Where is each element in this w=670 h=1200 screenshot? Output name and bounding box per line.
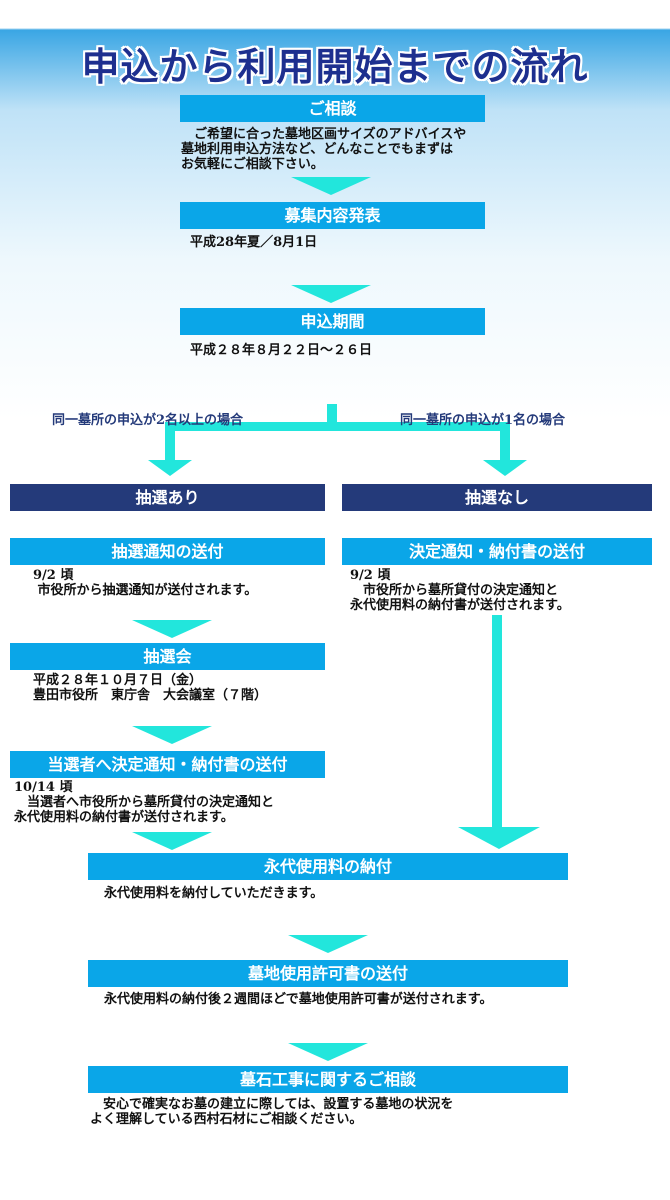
payment-bar: 永代使用料の納付	[88, 853, 568, 880]
step-recruit-text: 平成28年夏／8月1日	[190, 235, 318, 250]
step-consult-bar: ご相談	[180, 95, 485, 122]
step-consult-text: ご希望に合った墓地区画サイズのアドバイスや 墓地利用申込方法など、どんなことでも…	[181, 127, 467, 172]
left-winner-bar: 当選者へ決定通知・納付書の送付	[10, 751, 325, 778]
left-notice-text: 9/2 頃 市役所から抽選通知が送付されます。	[33, 568, 258, 598]
stone-bar: 墓石工事に関するご相談	[88, 1066, 568, 1093]
branch-right-label: 同一墓所の申込が1名の場合	[400, 413, 566, 428]
right-long-arrow-icon	[458, 615, 540, 849]
left-lottery-text: 平成２８年１０月７日（金） 豊田市役所 東庁舎 大会議室（７階）	[33, 673, 268, 703]
step-apply-text: 平成２８年８月２２日～２６日	[190, 343, 373, 358]
down-arrow-icon	[132, 726, 212, 744]
step-recruit-bar: 募集内容発表	[180, 202, 485, 229]
branch-left-stem	[165, 422, 175, 462]
branch-stem	[327, 404, 337, 430]
right-decision-bar: 決定通知・納付書の送付	[342, 538, 652, 565]
branch-left-arrow-icon	[148, 460, 192, 476]
branch-right-stem	[500, 422, 510, 462]
left-lottery-bar: 抽選会	[10, 643, 325, 670]
down-arrow-icon	[291, 285, 371, 303]
lottery-no-bar: 抽選なし	[342, 484, 652, 511]
left-notice-bar: 抽選通知の送付	[10, 538, 325, 565]
step-apply-bar: 申込期間	[180, 308, 485, 335]
right-decision-text: 9/2 頃 市役所から墓所貸付の決定通知と 永代使用料の納付書が送付されます。	[350, 568, 570, 613]
down-arrow-icon	[288, 935, 368, 953]
payment-text: 永代使用料を納付していただきます。	[104, 886, 324, 901]
branch-horizontal	[165, 422, 510, 431]
lottery-yes-bar: 抽選あり	[10, 484, 325, 511]
stone-text: 安心で確実なお墓の建立に際しては、設置する墓地の状況を よく理解している西村石材…	[90, 1097, 454, 1127]
down-arrow-icon	[291, 177, 371, 195]
down-arrow-icon	[288, 1043, 368, 1061]
down-arrow-icon	[132, 832, 212, 850]
page-title: 申込から利用開始までの流れ	[81, 44, 589, 89]
left-winner-text: 10/14 頃 当選者へ市役所から墓所貸付の決定通知と 永代使用料の納付書が送付…	[14, 780, 275, 825]
down-arrow-icon	[132, 620, 212, 638]
branch-right-arrow-icon	[483, 460, 527, 476]
permit-bar: 墓地使用許可書の送付	[88, 960, 568, 987]
permit-text: 永代使用料の納付後２週間ほどで墓地使用許可書が送付されます。	[104, 992, 493, 1007]
branch-left-label: 同一墓所の申込が2名以上の場合	[52, 413, 244, 428]
branch-connector	[148, 404, 527, 476]
